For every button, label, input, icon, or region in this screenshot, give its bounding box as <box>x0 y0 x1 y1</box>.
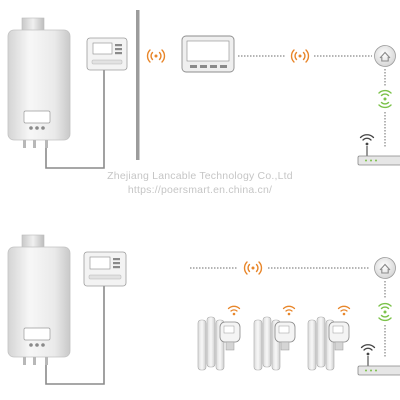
wifi-router-icon <box>357 344 400 376</box>
wireless-display-icon <box>181 35 235 73</box>
gateway-icon <box>374 45 396 67</box>
wifi-signal-icon <box>378 89 392 109</box>
wifi-signal-icon <box>282 305 296 316</box>
wifi-signal-icon <box>337 305 351 316</box>
radiator-valve-icon <box>253 316 296 371</box>
wall-thermostat-icon <box>86 37 128 71</box>
wall <box>136 10 140 160</box>
wifi-signal-icon <box>227 305 241 316</box>
wall-thermostat-icon <box>83 251 127 287</box>
radiator-valve-icon <box>307 316 350 371</box>
top-system <box>7 10 400 169</box>
water-heater-icon <box>7 234 71 365</box>
wire <box>45 286 105 385</box>
wifi-signal-icon <box>146 49 166 63</box>
wifi-signal-icon <box>290 49 310 63</box>
water-heater-icon <box>7 17 71 148</box>
gateway-icon <box>374 257 396 279</box>
wire <box>45 70 105 169</box>
wifi-signal-icon <box>243 261 263 275</box>
wifi-signal-icon <box>378 302 392 322</box>
bottom-system <box>7 234 400 385</box>
radiator-valve-icon <box>197 316 241 371</box>
wifi-router-icon <box>357 134 400 166</box>
